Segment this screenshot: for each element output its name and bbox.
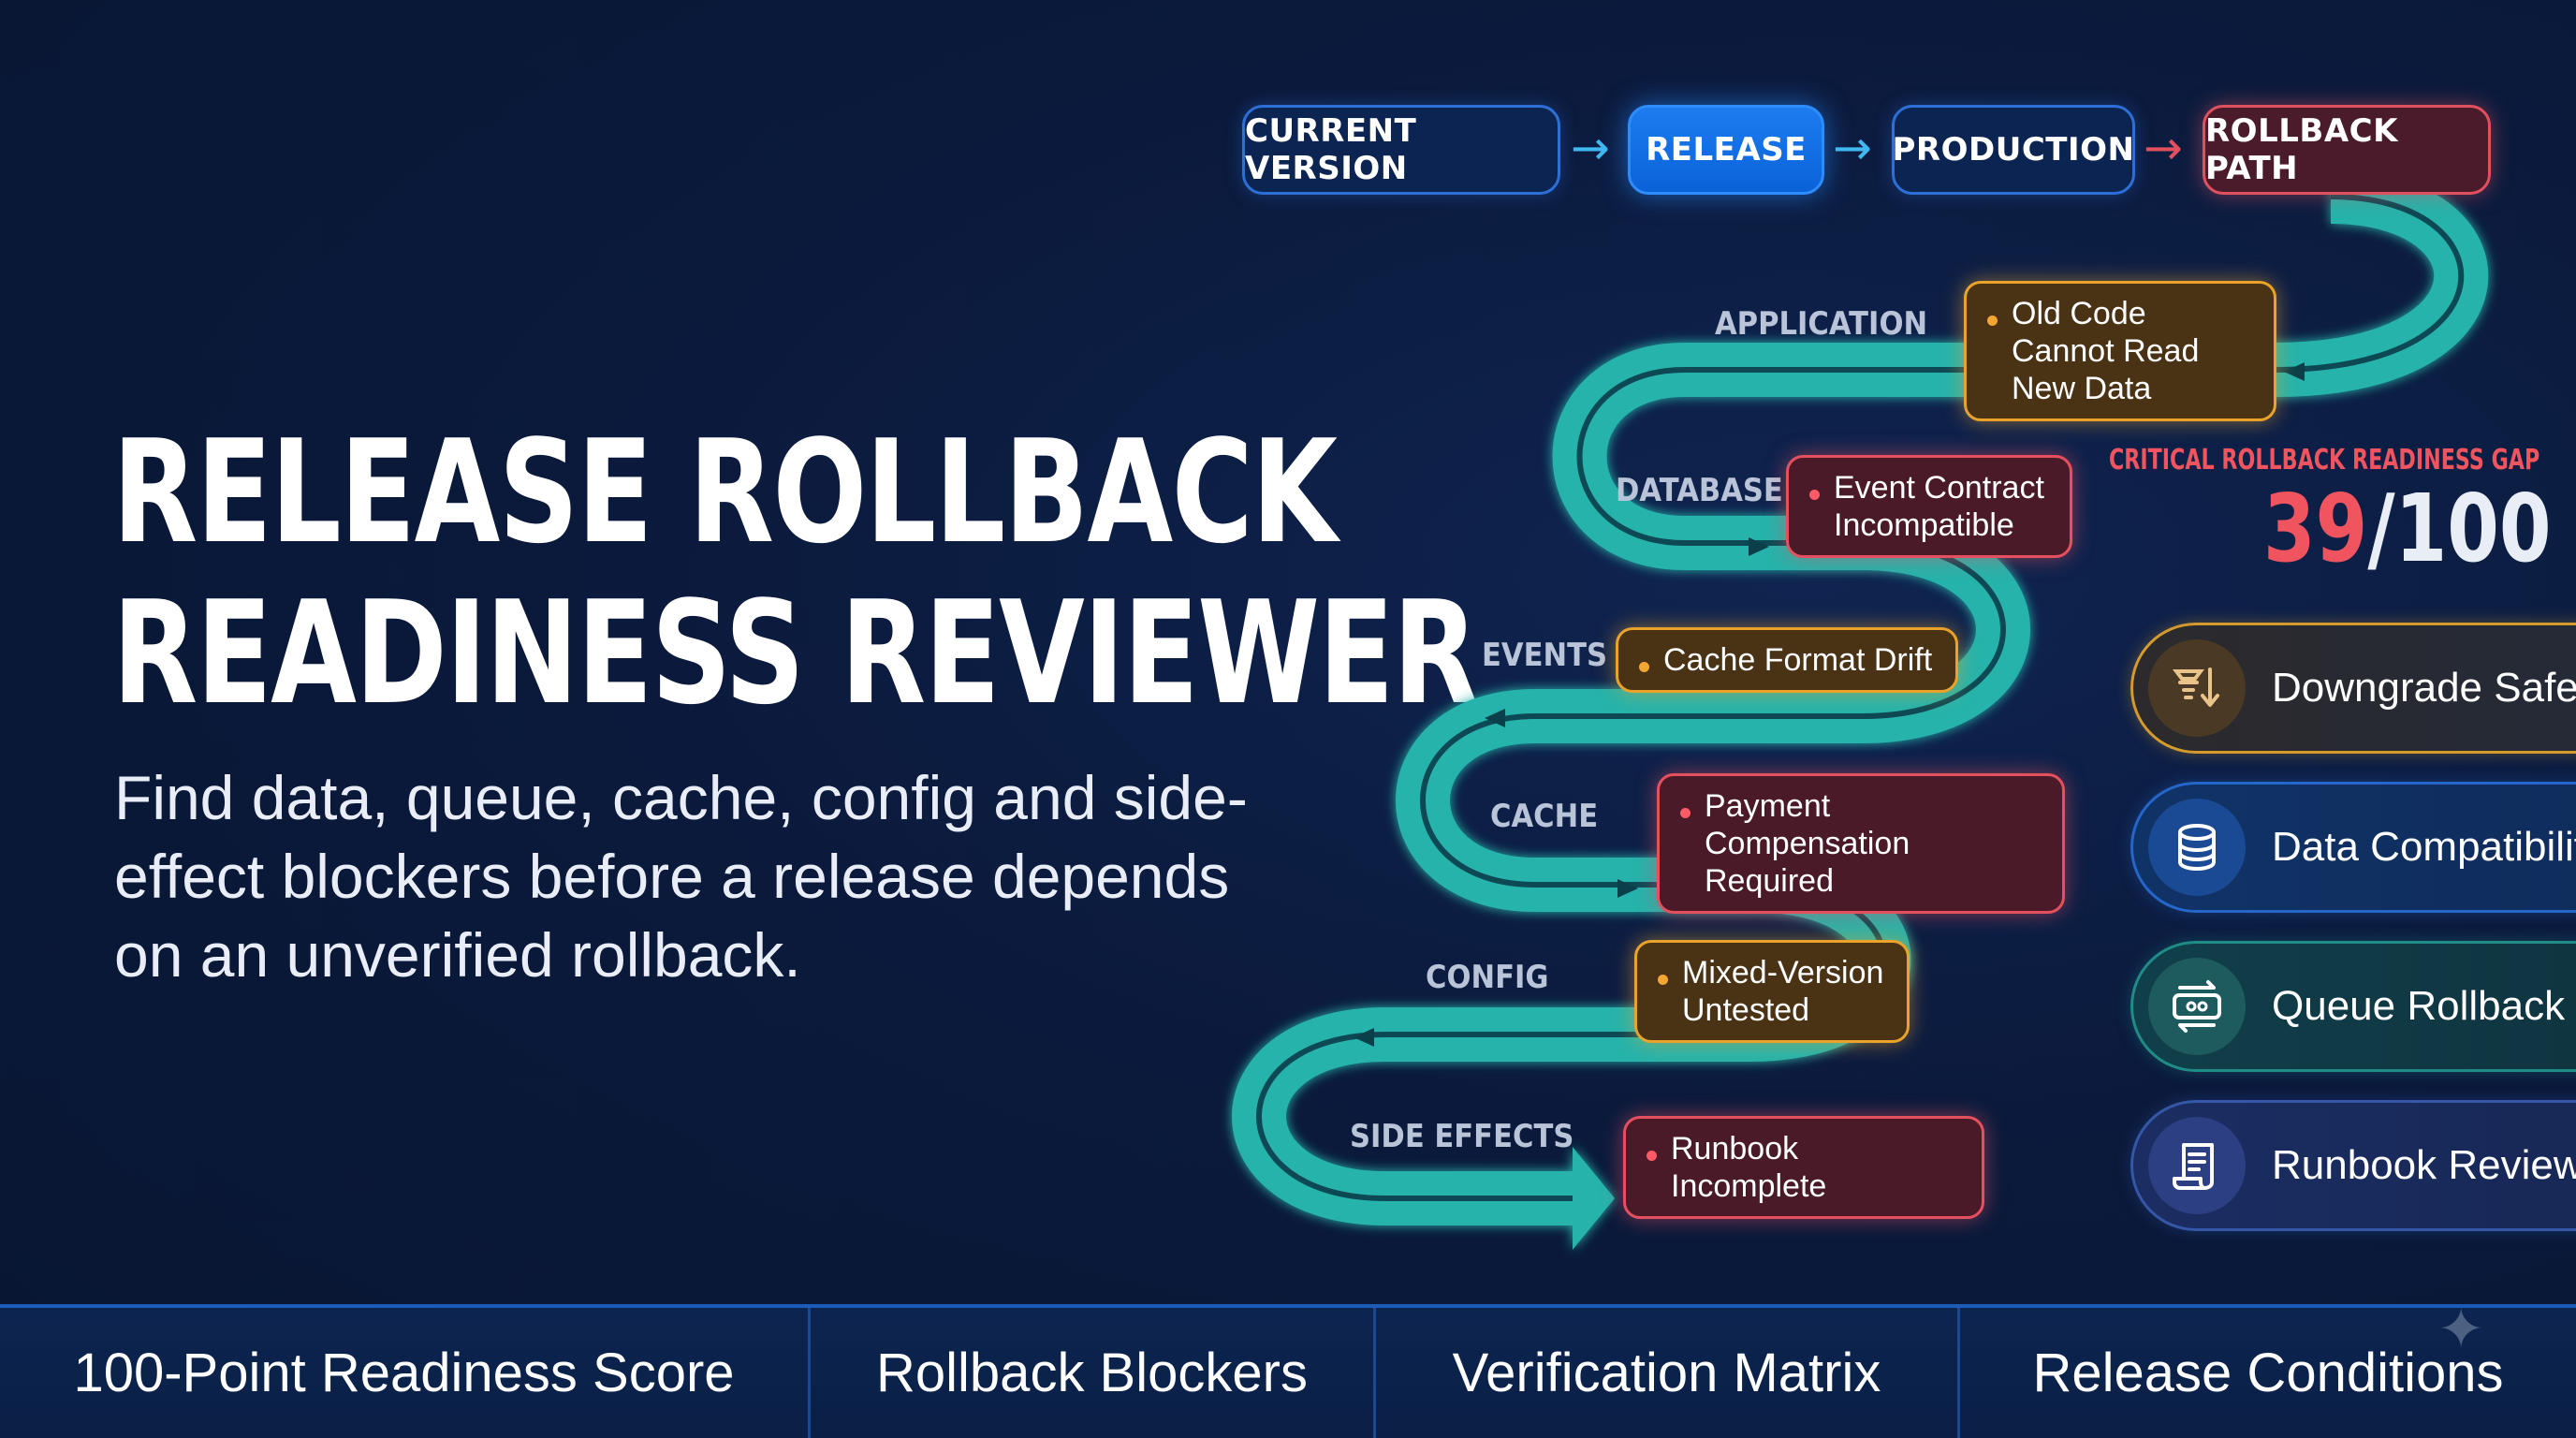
- blocker-chip: Runbook Incomplete: [1623, 1116, 1984, 1219]
- flow-arrow-icon: →: [2144, 121, 2183, 175]
- check-card-label: Data Compatibility: [2272, 824, 2576, 870]
- blocker-text: Runbook Incomplete: [1671, 1131, 1827, 1204]
- blocker-chip: Cache Format Drift: [1616, 627, 1958, 693]
- blocker-text: Event Contract Incompatible: [1834, 470, 2044, 543]
- page-subtitle: Find data, queue, cache, config and side…: [114, 763, 1248, 990]
- readiness-gap-label: CRITICAL ROLLBACK READINESS GAP: [2109, 444, 2540, 477]
- blocker-chip: Payment Compensation Required: [1657, 773, 2065, 914]
- database-icon: [2148, 799, 2246, 896]
- critical-dot-icon: [1647, 1151, 1657, 1161]
- blocker-text: Mixed-Version Untested: [1682, 955, 1884, 1028]
- blocker-text: Old Code Cannot Read New Data: [2012, 296, 2200, 406]
- check-card-label: Runbook Review: [2272, 1142, 2576, 1188]
- check-card-data-compatibility: Data Compatibility: [2130, 782, 2576, 913]
- blocker-text: Payment Compensation Required: [1705, 788, 1910, 899]
- layer-label-database: DATABASE: [1616, 472, 1783, 509]
- flow-step-current-version: CURRENT VERSION: [1242, 105, 1560, 195]
- warning-dot-icon: [1987, 315, 1998, 326]
- check-card-downgrade-safety: Downgrade Safety: [2130, 623, 2576, 754]
- feature-readiness-score: 100-Point Readiness Score: [0, 1308, 811, 1438]
- check-card-runbook-review: Runbook Review: [2130, 1100, 2576, 1231]
- queue-icon: [2148, 958, 2246, 1055]
- path-direction-arrows: [1354, 362, 2305, 1047]
- feature-rollback-blockers: Rollback Blockers: [811, 1308, 1376, 1438]
- flow-arrow-icon: →: [1833, 121, 1872, 175]
- critical-dot-icon: [1680, 808, 1690, 818]
- blocker-text: Cache Format Drift: [1663, 642, 1933, 678]
- warning-dot-icon: [1658, 975, 1668, 985]
- readiness-score: 39/100: [2263, 477, 2552, 580]
- score-max: 100: [2394, 474, 2552, 583]
- score-separator: /: [2367, 474, 2395, 583]
- feature-verification-matrix: Verification Matrix: [1376, 1308, 1960, 1438]
- warning-dot-icon: [1639, 662, 1649, 672]
- blocker-chip: Old Code Cannot Read New Data: [1964, 281, 2276, 421]
- flow-step-release: RELEASE: [1628, 105, 1824, 195]
- downgrade-icon: [2148, 639, 2246, 737]
- check-card-queue-rollback: Queue Rollback: [2130, 941, 2576, 1072]
- flow-step-production: PRODUCTION: [1892, 105, 2135, 195]
- score-value: 39: [2263, 474, 2368, 583]
- check-card-label: Queue Rollback: [2272, 983, 2566, 1029]
- bottom-feature-bar: 100-Point Readiness Score Rollback Block…: [0, 1304, 2576, 1438]
- layer-label-application: APPLICATION: [1715, 305, 1928, 343]
- flow-arrow-icon: →: [1571, 121, 1610, 175]
- layer-label-side-effects: SIDE EFFECTS: [1350, 1118, 1574, 1155]
- flow-step-rollback-path: ROLLBACK PATH: [2203, 105, 2491, 195]
- runbook-icon: [2148, 1117, 2246, 1214]
- layer-label-events: EVENTS: [1482, 637, 1608, 674]
- check-card-label: Downgrade Safety: [2272, 665, 2576, 711]
- blocker-chip: Event Contract Incompatible: [1786, 455, 2072, 558]
- critical-dot-icon: [1809, 490, 1820, 500]
- layer-label-cache: CACHE: [1490, 798, 1599, 835]
- feature-release-conditions: Release Conditions: [2032, 1343, 2504, 1403]
- sparkle-icon: ✦: [2437, 1297, 2485, 1362]
- layer-label-config: CONFIG: [1426, 959, 1549, 996]
- blocker-chip: Mixed-Version Untested: [1634, 940, 1910, 1043]
